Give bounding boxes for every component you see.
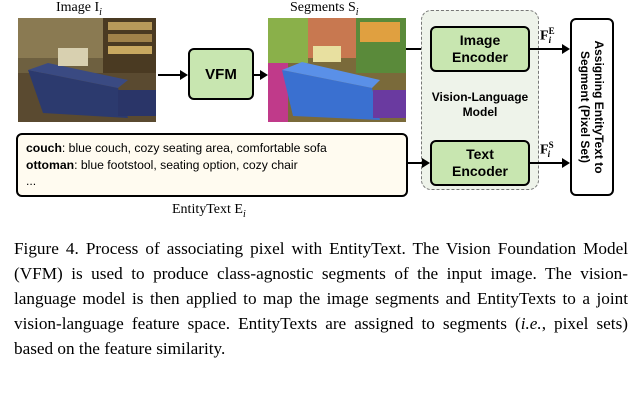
entity-text-label: EntityText Ei bbox=[172, 202, 246, 220]
vlm-label: Vision-Language Model bbox=[421, 90, 539, 120]
text-feature-label: FSi bbox=[540, 140, 550, 159]
process-diagram: Image Ii VFM Segments Si bbox=[0, 0, 640, 230]
entity-row: couch: blue couch, cozy seating area, co… bbox=[26, 140, 398, 157]
arrow-entity-to-text-encoder bbox=[408, 156, 430, 170]
image-feature-label: FEi bbox=[540, 26, 551, 45]
text-encoder-box: Text Encoder bbox=[430, 140, 530, 186]
arrow-image-to-vfm bbox=[158, 68, 188, 82]
segments-label: Segments Si bbox=[290, 0, 359, 18]
assigning-label: Assigning EntityText to Segment (Pixel S… bbox=[578, 40, 606, 173]
input-image bbox=[18, 18, 156, 122]
entity-row: ottoman: blue footstool, seating option,… bbox=[26, 157, 398, 174]
entity-text-box: couch: blue couch, cozy seating area, co… bbox=[16, 133, 408, 197]
arrow-vfm-to-segments bbox=[254, 68, 268, 82]
image-encoder-box: Image Encoder bbox=[430, 26, 530, 72]
entity-ellipsis: ... bbox=[26, 173, 398, 190]
vfm-box: VFM bbox=[188, 48, 254, 100]
segments-image bbox=[268, 18, 406, 122]
image-label: Image Ii bbox=[56, 0, 102, 18]
figure-caption: Figure 4. Process of associating pixel w… bbox=[14, 236, 628, 361]
